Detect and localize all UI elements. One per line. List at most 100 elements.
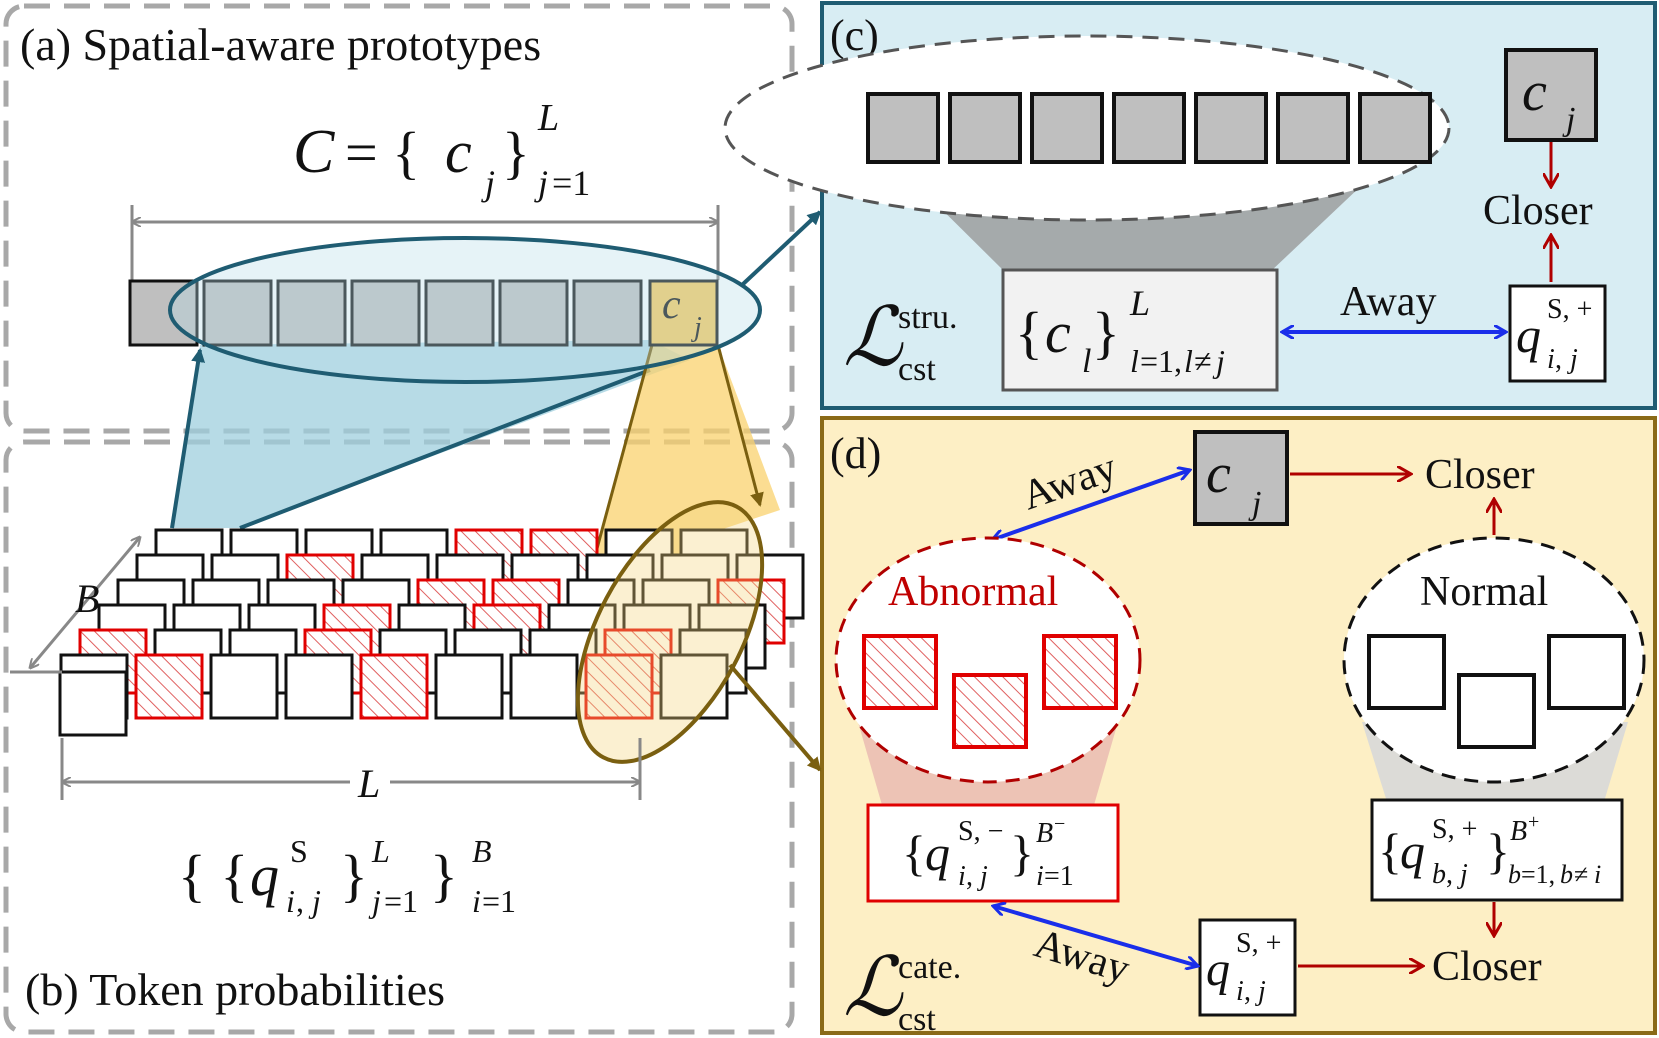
svg-text:b: b: [1560, 860, 1573, 889]
svg-text:j: j: [1562, 101, 1575, 138]
svg-text:,: ,: [1555, 344, 1562, 375]
panel-d-closer-bottom: Closer: [1432, 944, 1542, 990]
svg-text:j: j: [1255, 976, 1266, 1007]
svg-text:j: j: [481, 163, 495, 203]
svg-text:,: ,: [1446, 859, 1453, 890]
abnormal-token: [1042, 634, 1118, 710]
svg-text:cst: cst: [898, 351, 936, 388]
svg-text:≠: ≠: [1194, 343, 1212, 379]
token-abnormal: [134, 653, 204, 720]
prototype-box: [498, 279, 569, 347]
svg-text:,: ,: [1244, 976, 1251, 1007]
svg-text:cst: cst: [898, 1001, 936, 1038]
panel-d-cj-box: [1193, 430, 1289, 526]
svg-text:j: j: [1457, 859, 1468, 890]
svg-text:L: L: [537, 97, 559, 139]
prototype-box: [1194, 92, 1268, 164]
svg-text:i: i: [472, 883, 481, 919]
svg-text:ℒ: ℒ: [843, 292, 904, 383]
abnormal-token: [952, 673, 1028, 749]
svg-text:j: j: [691, 312, 702, 343]
svg-text:}: }: [502, 120, 530, 185]
l-dimension-label: L: [357, 761, 380, 806]
panel-c-closer-text: Closer: [1483, 188, 1593, 234]
normal-set-formula: { q S, + b , j } B + b =1, b ≠ i: [1378, 811, 1601, 890]
token-normal: [659, 653, 729, 720]
abnormal-ellipse: [834, 536, 1142, 784]
svg-text:B: B: [472, 833, 492, 869]
svg-text:}: }: [1092, 300, 1120, 365]
svg-text:q: q: [925, 825, 950, 881]
svg-text:i: i: [958, 861, 966, 892]
svg-text:j: j: [1567, 344, 1578, 375]
svg-text:≠: ≠: [1574, 860, 1588, 889]
svg-text:q: q: [250, 843, 279, 908]
arrow-to-panel-d: [728, 663, 822, 772]
svg-text:C: C: [293, 118, 335, 186]
token-normal: [284, 653, 354, 720]
prototype-box: [202, 279, 273, 347]
prototype-cj-box: [648, 279, 719, 347]
svg-text:S, +: S, +: [1432, 814, 1477, 845]
svg-text:= {: = {: [345, 120, 420, 185]
svg-text:j: j: [534, 163, 548, 203]
normal-ellipse: [1342, 536, 1646, 784]
svg-text:}: }: [1010, 825, 1034, 881]
svg-text:l: l: [1184, 343, 1193, 379]
panel-d-cj-label: c: [1206, 443, 1231, 505]
panel-c-cj-box: [1504, 48, 1598, 142]
prototype-set-equation: C = { c j } L j =1: [293, 97, 590, 203]
svg-text:j: j: [368, 883, 381, 919]
prototype-box: [350, 279, 421, 347]
prototype-box: [1112, 92, 1186, 164]
svg-text:j: j: [308, 883, 321, 919]
panel-d-away-arrow-top: [992, 470, 1190, 540]
svg-text:S, +: S, +: [1236, 928, 1281, 959]
svg-text:B: B: [1036, 818, 1053, 849]
svg-text:q: q: [1400, 823, 1425, 879]
svg-text:i: i: [1036, 861, 1044, 892]
svg-text:j: j: [1212, 343, 1225, 379]
svg-text:,: ,: [966, 861, 973, 892]
token-grid: [58, 528, 805, 737]
panel-d-label: (d): [830, 429, 881, 478]
panel-c-away-text: Away: [1340, 279, 1436, 325]
svg-text:l: l: [1082, 343, 1091, 380]
svg-text:{: {: [1378, 823, 1402, 879]
svg-text:}: }: [1486, 823, 1510, 879]
prototype-box: [866, 92, 940, 164]
token-normal: [509, 653, 579, 720]
prototype-row: [128, 279, 643, 347]
svg-text:{: {: [902, 825, 926, 881]
svg-text:j: j: [977, 861, 988, 892]
svg-text:=1,: =1,: [1521, 860, 1555, 889]
svg-text:+: +: [1528, 811, 1539, 833]
svg-text:}: }: [430, 843, 458, 908]
prototype-box: [1276, 92, 1350, 164]
svg-text:S, −: S, −: [958, 816, 1003, 847]
svg-text:q: q: [1516, 307, 1541, 363]
svg-text:=1: =1: [1044, 861, 1074, 892]
svg-text:b: b: [1508, 860, 1521, 889]
panel-d-closer-top: Closer: [1425, 452, 1535, 498]
svg-text:c: c: [1045, 300, 1071, 365]
panel-c-query-formula: q S, + i , j: [1516, 294, 1592, 375]
svg-text:i: i: [1236, 976, 1244, 1007]
svg-text:=1: =1: [384, 883, 418, 919]
selection-funnel-blue: [170, 340, 690, 528]
category-loss-symbol: ℒ cate. cst: [843, 942, 961, 1038]
prototype-box: [948, 92, 1022, 164]
prototype-box: [424, 279, 495, 347]
svg-text:ℒ: ℒ: [843, 942, 904, 1033]
panel-a-label: (a) Spatial-aware prototypes: [20, 19, 541, 70]
svg-text:{ {: { {: [178, 843, 248, 908]
abnormal-set-box: [866, 803, 1120, 903]
token-normal: [58, 670, 128, 737]
panel-b-label: (b) Token probabilities: [25, 964, 445, 1015]
svg-text:−: −: [1054, 813, 1065, 835]
prototype-selection-ellipse: [168, 236, 762, 384]
panel-c-query-box: [1508, 284, 1607, 383]
svg-text:l: l: [1130, 343, 1139, 379]
